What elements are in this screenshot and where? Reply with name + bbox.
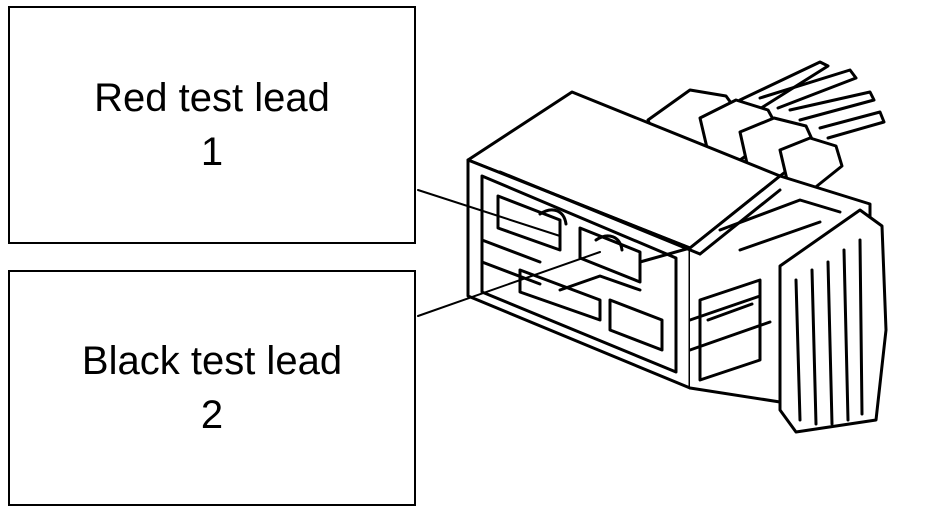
callout-black-test-lead: Black test lead 2 — [8, 270, 416, 506]
callout-red-label: Red test lead — [94, 76, 330, 120]
leader-line-black — [417, 251, 601, 317]
release-lever — [778, 208, 888, 434]
leader-lines — [417, 189, 601, 317]
callout-black-label: Black test lead — [81, 339, 343, 383]
leader-line-red — [417, 189, 561, 237]
callout-red-test-lead: Red test lead 1 — [8, 6, 416, 244]
callout-black-number: 2 — [200, 393, 224, 437]
callout-red-number: 1 — [200, 130, 224, 174]
wire-bundle — [738, 60, 886, 140]
